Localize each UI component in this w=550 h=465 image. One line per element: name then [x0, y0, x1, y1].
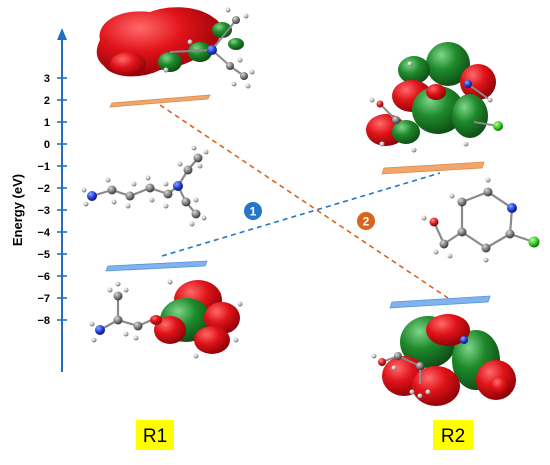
axis-tick-label: −2 — [37, 183, 50, 195]
axis-tick-label: 0 — [44, 139, 50, 151]
label-r1-text: R1 — [143, 426, 167, 447]
axis-tick-label: −7 — [37, 293, 50, 305]
axis-tick-label: −3 — [37, 205, 50, 217]
transition-line-1 — [161, 172, 441, 257]
r1-lumo-orbital — [96, 7, 255, 89]
r1-homo-plane — [105, 260, 208, 272]
axis-tick-label: −4 — [37, 227, 50, 239]
axis-tick-label: −6 — [37, 271, 50, 283]
energy-axis: 3 2 1 0 −1 −2 −3 −4 −5 −6 −7 −8 Energy (eV) — [10, 28, 67, 372]
label-r1-background — [136, 420, 174, 450]
r2-lumo-orbital — [366, 42, 503, 153]
r2-homo-plane — [389, 295, 491, 309]
marker-1-label: 1 — [250, 205, 257, 219]
axis-tick-label: −5 — [37, 249, 50, 261]
marker-2: 2 — [357, 212, 375, 230]
axis-tick-label: −8 — [37, 315, 50, 327]
axis-tick-label: 1 — [44, 117, 50, 129]
marker-2-label: 2 — [363, 215, 370, 229]
label-r2-text: R2 — [441, 426, 465, 447]
marker-1: 1 — [244, 202, 262, 220]
axis-tick-label: 3 — [44, 73, 50, 85]
label-r2: R2 — [433, 420, 473, 450]
r2-lumo-plane — [381, 161, 485, 175]
r1-homo-orbital — [89, 279, 243, 359]
r1-molecule — [81, 145, 209, 227]
transition-line-2 — [159, 104, 449, 299]
r1-lumo-plane — [109, 94, 211, 108]
axis-tick-label: −1 — [37, 161, 50, 173]
label-r1: R1 — [136, 420, 174, 450]
axis-tick-label: 2 — [44, 95, 50, 107]
axis-label: Energy (eV) — [10, 174, 25, 246]
r2-homo-orbital — [371, 314, 516, 406]
axis-ticks: 3 2 1 0 −1 −2 −3 −4 −5 −6 −7 −8 — [37, 73, 67, 327]
label-r2-background — [433, 420, 473, 450]
axis-arrowhead — [57, 28, 67, 40]
r2-molecule — [421, 177, 540, 263]
